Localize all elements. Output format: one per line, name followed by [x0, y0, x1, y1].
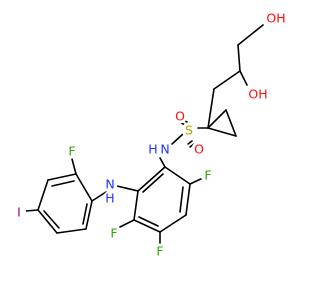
bond — [116, 185, 139, 192]
sulfonamide-nitrogen-atom: N — [160, 142, 169, 157]
bond — [133, 190, 139, 221]
hydroxyl-group: OH — [248, 87, 267, 102]
bond — [239, 70, 248, 86]
bond — [37, 179, 49, 211]
bond — [133, 219, 161, 233]
bond — [82, 203, 88, 225]
bond — [51, 180, 75, 187]
bond — [56, 228, 87, 234]
bond — [237, 44, 241, 72]
bonds — [25, 24, 264, 246]
bond — [43, 210, 60, 229]
bond — [225, 109, 237, 137]
bond — [85, 200, 93, 230]
bond — [159, 214, 187, 233]
amine-hydrogen-atom: H — [105, 191, 114, 206]
bond — [179, 186, 184, 213]
fluorine-atom: F — [68, 144, 75, 159]
bond — [207, 88, 215, 129]
bond — [185, 183, 191, 216]
sulfur-atom: S — [185, 123, 193, 138]
bond — [189, 177, 204, 185]
bond — [159, 157, 166, 168]
bond — [25, 209, 39, 212]
sulfonyl-oxygen-atom: O — [175, 109, 185, 124]
fluorine-atom: F — [110, 226, 117, 241]
bond — [171, 133, 184, 145]
molecule-diagram: S O O N H N H F F F F I OH — [12, 7, 287, 259]
bond — [137, 166, 166, 192]
sulfonamide-hydrogen-atom: H — [148, 142, 157, 157]
sulfonyl-oxygen-atom: O — [194, 142, 204, 157]
atom-labels: S O O N H N H F F F F I OH — [12, 7, 287, 259]
molecule-structure: S O O N H N H F F F F I OH — [12, 7, 287, 259]
bond — [187, 140, 193, 145]
bond — [142, 173, 164, 193]
bond — [75, 173, 93, 202]
bond — [237, 24, 264, 46]
bond — [138, 216, 159, 227]
bond — [71, 158, 77, 175]
bond — [164, 166, 191, 185]
fluorine-atom: F — [156, 244, 163, 259]
bond — [37, 209, 58, 234]
bond — [207, 127, 237, 137]
amine-nitrogen-atom: N — [105, 177, 114, 192]
bond — [213, 70, 241, 90]
bond — [119, 219, 135, 228]
bond — [47, 173, 77, 181]
fluorine-atom: F — [204, 168, 211, 183]
bond — [91, 191, 107, 202]
iodine-atom: I — [17, 205, 21, 220]
bond — [207, 109, 227, 129]
hydroxyl-group: OH — [266, 11, 285, 26]
